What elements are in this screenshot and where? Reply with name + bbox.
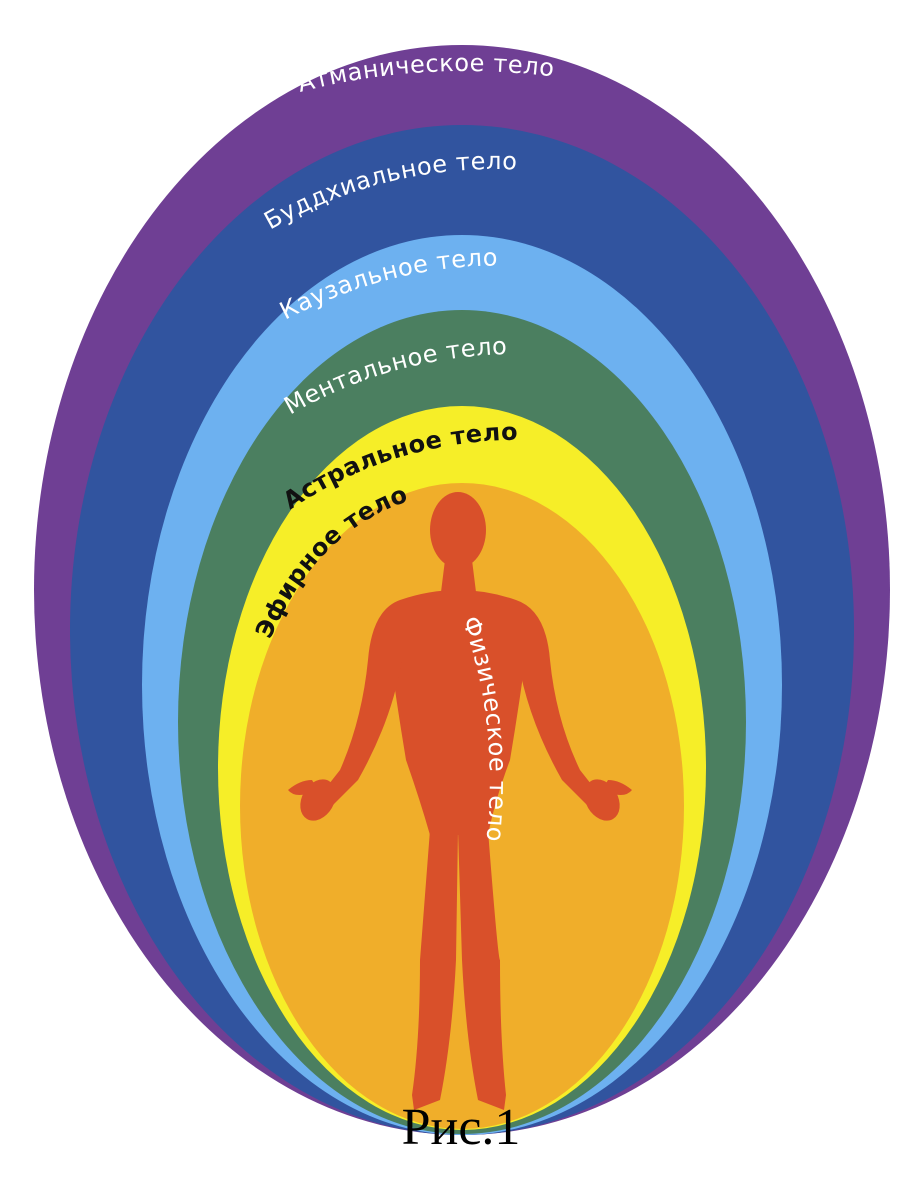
figure-caption: Рис.1 [401, 1099, 521, 1156]
human-figure [288, 492, 632, 1110]
